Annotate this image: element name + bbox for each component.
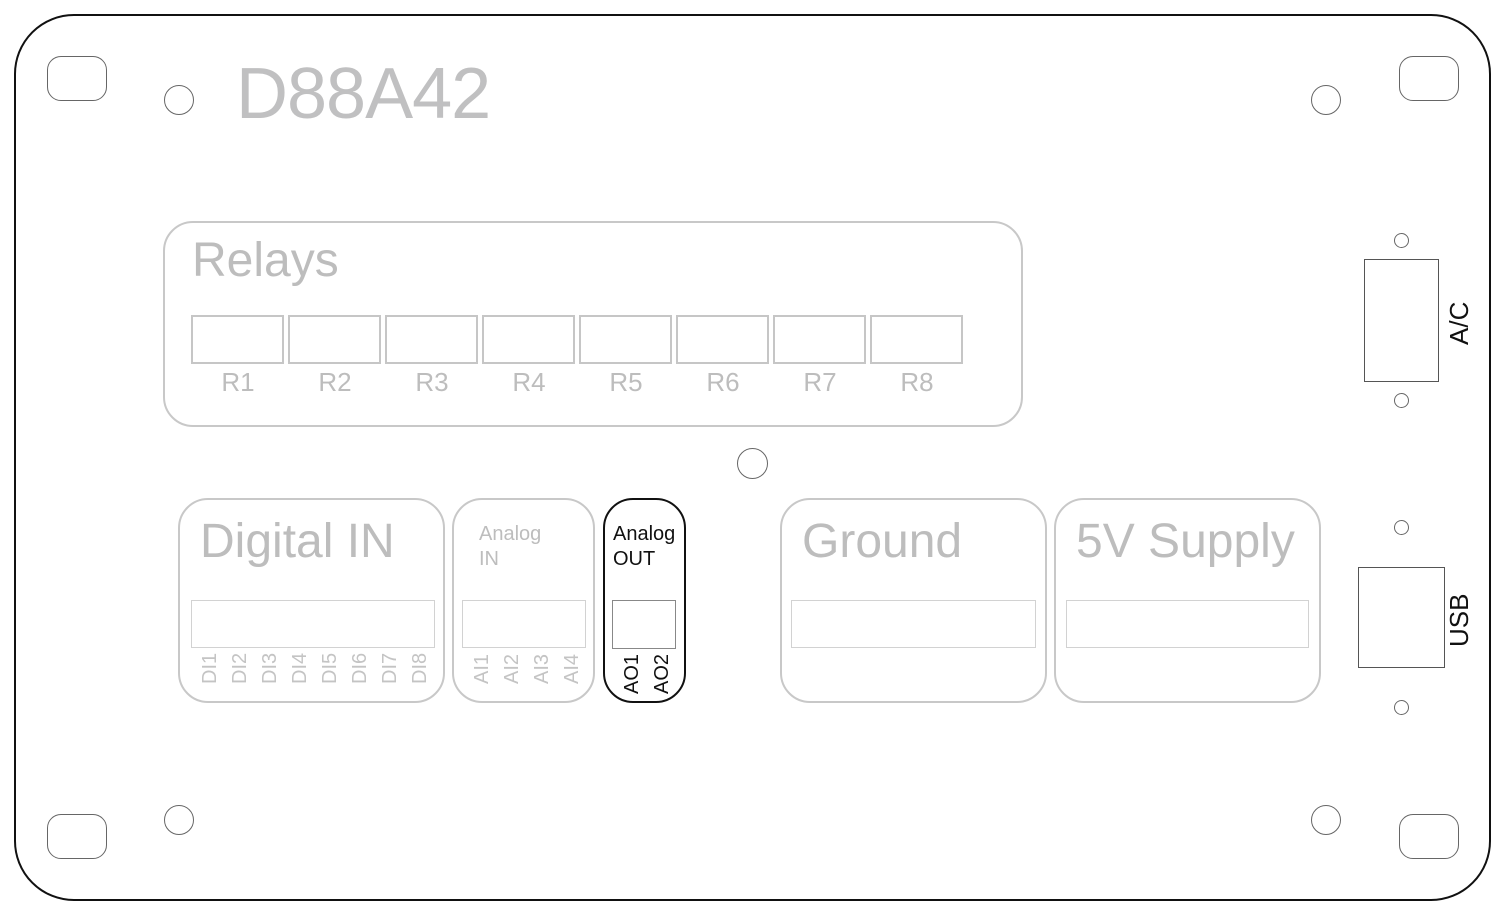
supply-title: 5V Supply (1076, 515, 1295, 568)
pin-label-ai2: AI2 (501, 653, 523, 684)
relays-group[interactable] (163, 221, 1023, 427)
relays-title: Relays (192, 234, 339, 287)
ground-title: Ground (802, 515, 963, 568)
pin-label-di1: DI1 (199, 652, 221, 684)
analog-out-group[interactable] (603, 498, 686, 703)
relay-label-r6: R6 (706, 367, 740, 397)
relay-label-r3: R3 (415, 367, 449, 397)
digital-in-group[interactable] (178, 498, 445, 703)
pin-label-ai1: AI1 (471, 653, 493, 684)
relay-label-r8: R8 (900, 367, 934, 397)
analog-out-title-line2: OUT (613, 548, 656, 570)
relay-terminal-r2[interactable] (288, 315, 381, 364)
analog-in-group[interactable] (452, 498, 595, 703)
usb-screw-hole-bottom (1394, 700, 1409, 715)
pin-label-di8: DI8 (409, 652, 431, 684)
analog-in-title-line1: Analog (479, 523, 542, 545)
ac-port-label: A/C (1444, 301, 1474, 345)
relay-terminal-r7[interactable] (773, 315, 866, 364)
ac-port[interactable] (1364, 259, 1439, 382)
relay-label-r1: R1 (221, 367, 255, 397)
relay-terminal-r1[interactable] (191, 315, 284, 364)
pin-label-di4: DI4 (289, 652, 311, 684)
mounting-hole-bottom-right (1311, 805, 1341, 835)
ac-screw-hole-bottom (1394, 393, 1409, 408)
pin-label-ai4: AI4 (561, 653, 583, 684)
relay-terminal-r4[interactable] (482, 315, 575, 364)
analog-in-title-line2: IN (479, 548, 499, 570)
analog-out-title-line1: Analog (613, 523, 676, 545)
ac-screw-hole-top (1394, 233, 1409, 248)
relay-terminal-r8[interactable] (870, 315, 963, 364)
mounting-hole-bottom-left (164, 805, 194, 835)
pin-label-ao1: AO1 (621, 653, 643, 694)
analog-out-title: Analog OUT (613, 522, 675, 572)
mounting-slot-bottom-right (1399, 814, 1459, 859)
usb-port[interactable] (1358, 567, 1445, 668)
mounting-slot-bottom-left (47, 814, 107, 859)
analog-out-terminal[interactable] (612, 600, 676, 649)
ground-group[interactable] (780, 498, 1047, 703)
mounting-hole-top-left (164, 85, 194, 115)
digital-in-terminal[interactable] (191, 600, 435, 648)
ground-terminal[interactable] (791, 600, 1036, 648)
pin-label-ai3: AI3 (531, 653, 553, 684)
analog-in-title: Analog IN (479, 522, 541, 572)
relay-terminal-r6[interactable] (676, 315, 769, 364)
relay-label-r2: R2 (318, 367, 352, 397)
relay-terminal-r5[interactable] (579, 315, 672, 364)
supply-terminal[interactable] (1066, 600, 1309, 648)
supply-group[interactable] (1054, 498, 1321, 703)
usb-screw-hole-top (1394, 520, 1409, 535)
pin-label-di3: DI3 (259, 652, 281, 684)
digital-in-title: Digital IN (200, 515, 395, 568)
analog-in-terminal[interactable] (462, 600, 586, 648)
mounting-hole-center (737, 448, 768, 479)
mounting-slot-top-right (1399, 56, 1459, 101)
pin-label-ao2: AO2 (651, 653, 673, 694)
mounting-slot-top-left (47, 56, 107, 101)
usb-port-label: USB (1444, 593, 1474, 647)
mounting-hole-top-right (1311, 85, 1341, 115)
relay-label-r5: R5 (609, 367, 643, 397)
relay-label-r4: R4 (512, 367, 546, 397)
relay-label-r7: R7 (803, 367, 837, 397)
model-title: D88A42 (236, 54, 491, 134)
pin-label-di6: DI6 (349, 652, 371, 684)
pin-label-di2: DI2 (229, 652, 251, 684)
pin-label-di7: DI7 (379, 652, 401, 684)
relay-terminal-r3[interactable] (385, 315, 478, 364)
pin-label-di5: DI5 (319, 652, 341, 684)
